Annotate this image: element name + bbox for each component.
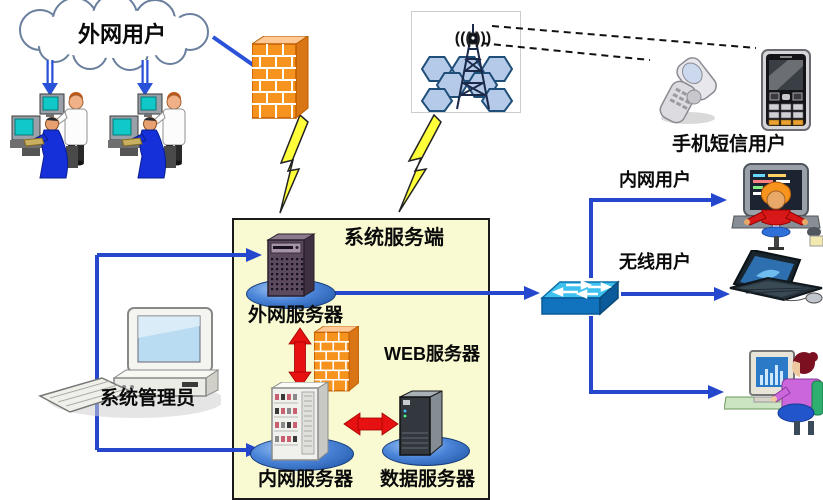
office-user-icon: [724, 350, 823, 435]
intranet-user-icon: [731, 163, 823, 250]
admin-connection-lines: [95, 253, 246, 452]
external-server-icon: [266, 233, 316, 297]
flip-phone-icon: [659, 57, 717, 124]
intranet-users-label: 内网用户: [619, 170, 691, 190]
cloud-label: 外网用户: [78, 22, 167, 47]
cloud-to-users-arrows: [42, 60, 153, 96]
switch-to-clients-lines: [589, 198, 714, 394]
admin-pc-icon: [38, 307, 221, 418]
lightning-bolt-firewall: [279, 113, 309, 214]
cloud-icon: [19, 0, 209, 71]
internal-server-label: 内网服务器: [258, 469, 354, 490]
network-switch-icon: [540, 280, 620, 316]
database-server-icon: [399, 390, 443, 457]
admin-label: 系统管理员: [100, 388, 196, 409]
external-users-group-1: [10, 86, 100, 181]
external-users-group-2: [108, 86, 198, 181]
red-arrow-external-internal: [288, 327, 312, 389]
mobile-users-label: 手机短信用户: [672, 134, 787, 155]
internal-server-icon: [270, 382, 329, 462]
smartphone-icon: [761, 49, 811, 131]
cell-tower-icon: ((( ))): [411, 11, 521, 113]
laptop-icon: [729, 250, 823, 304]
web-server-label: WEB服务器: [384, 344, 480, 364]
system-box-title: 系统服务端: [344, 227, 444, 249]
lightning-bolt-tower: [398, 113, 442, 213]
database-server-label: 数据服务器: [380, 469, 476, 490]
server-to-switch-line: [333, 286, 540, 300]
red-arrow-internal-database: [343, 412, 399, 436]
wireless-users-label: 无线用户: [619, 252, 691, 272]
external-server-label: 外网服务器: [248, 305, 344, 326]
firewall-icon: [252, 36, 312, 122]
